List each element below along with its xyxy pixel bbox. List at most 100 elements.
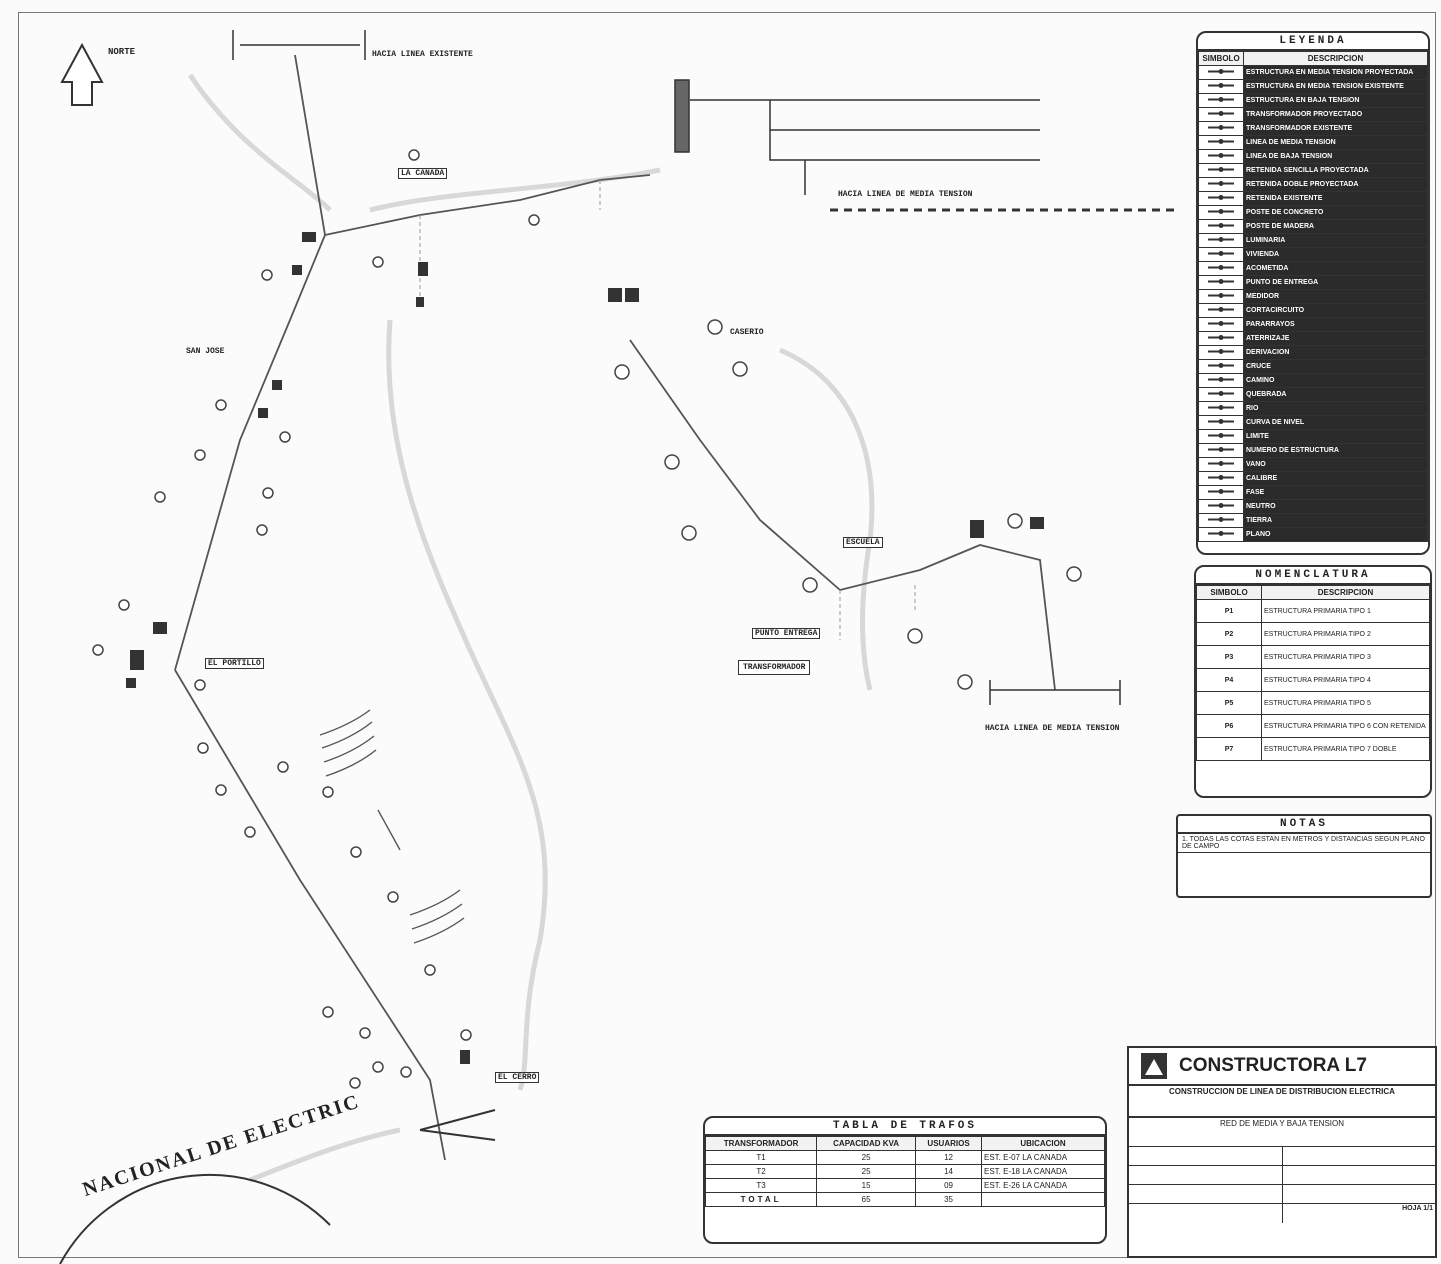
notes-title: NOTAS [1178,816,1430,834]
legend-row: PLANO [1198,527,1428,542]
legend-description: FASE [1243,485,1428,500]
legend-symbol-icon [1198,93,1244,108]
nomenclature-description: ESTRUCTURA PRIMARIA TIPO 7 DOBLE [1261,737,1430,761]
legend-symbol-icon [1198,107,1244,122]
transformer-table-cell: T1 [704,1150,818,1165]
legend-row: ESTRUCTURA EN MEDIA TENSION EXISTENTE [1198,79,1428,94]
legend-row: TIERRA [1198,513,1428,528]
legend-symbol-icon [1198,527,1244,542]
legend-description: ACOMETIDA [1243,261,1428,276]
nomenclature-symbol: P4 [1196,668,1262,692]
tb-row [1129,1204,1282,1223]
legend-row: TRANSFORMADOR PROYECTADO [1198,107,1428,122]
total-users: 35 [915,1192,982,1207]
punto-entrega-label: PUNTO ENTREGA [752,628,821,639]
legend-description: RIO [1243,401,1428,416]
legend-row: LUMINARIA [1198,233,1428,248]
legend-row: VANO [1198,457,1428,472]
transformer-table-cell: 09 [915,1178,982,1193]
legend-row: RETENIDA EXISTENTE [1198,191,1428,206]
legend-col-symbol: SIMBOLO [1198,51,1244,66]
legend-symbol-icon [1198,233,1244,248]
sheet-number: HOJA 1/1 [1402,1205,1433,1212]
nomenclature-description: ESTRUCTURA PRIMARIA TIPO 3 [1261,645,1430,669]
legend-symbol-icon [1198,443,1244,458]
legend-description: LIMITE [1243,429,1428,444]
nomenclature-symbol: P1 [1196,599,1262,623]
legend-symbol-icon [1198,65,1244,80]
legend-description: VANO [1243,457,1428,472]
transformer-table-header: USUARIOS [915,1136,982,1151]
legend-row: PUNTO DE ENTREGA [1198,275,1428,290]
legend-symbol-icon [1198,331,1244,346]
notes-panel: NOTAS 1. TODAS LAS COTAS ESTAN EN METROS… [1176,814,1432,898]
legend-description: DERIVACION [1243,345,1428,360]
nomenclature-symbol: P7 [1196,737,1262,761]
nomenclature-description: ESTRUCTURA PRIMARIA TIPO 5 [1261,691,1430,715]
legend-symbol-icon [1198,205,1244,220]
title-block: CONSTRUCTORA L7 CONSTRUCCION DE LINEA DE… [1127,1046,1437,1258]
legend-row: RETENIDA DOBLE PROYECTADA [1198,177,1428,192]
tb-row [1282,1185,1435,1204]
title-block-left [1129,1147,1283,1223]
legend-row: ESTRUCTURA EN MEDIA TENSION PROYECTADA [1198,65,1428,80]
nomenclature-symbol: P6 [1196,714,1262,738]
transformer-table-cell: 12 [915,1150,982,1165]
bottom-line-label: HACIA LINEA DE MEDIA TENSION [985,724,1120,733]
legend-row: FASE [1198,485,1428,500]
location-label: CASERIO [730,328,764,337]
legend-row: LIMITE [1198,429,1428,444]
location-label: LA CANADA [398,168,448,179]
legend-description: CRUCE [1243,359,1428,374]
legend-symbol-icon [1198,135,1244,150]
legend-symbol-icon [1198,499,1244,514]
transformer-table-cell: T2 [704,1164,818,1179]
transformer-label: TRANSFORMADOR [738,660,811,675]
legend-description: ATERRIZAJE [1243,331,1428,346]
legend-symbol-icon [1198,275,1244,290]
transformer-table-header: TRANSFORMADOR [704,1136,818,1151]
legend-description: CORTACIRCUITO [1243,303,1428,318]
legend-description: ESTRUCTURA EN MEDIA TENSION EXISTENTE [1243,79,1428,94]
nomenclature-col-symbol: SIMBOLO [1196,585,1262,600]
legend-symbol-icon [1198,177,1244,192]
legend-description: POSTE DE MADERA [1243,219,1428,234]
notes-text: 1. TODAS LAS COTAS ESTAN EN METROS Y DIS… [1178,834,1430,853]
legend-description: LUMINARIA [1243,233,1428,248]
title-block-grid: HOJA 1/1 [1129,1147,1435,1223]
legend-title: LEYENDA [1198,33,1428,51]
legend-row: DERIVACION [1198,345,1428,360]
tb-row [1129,1185,1282,1204]
legend-symbol-icon [1198,415,1244,430]
legend-description: QUEBRADA [1243,387,1428,402]
legend-description: PLANO [1243,527,1428,542]
legend-description: LINEA DE MEDIA TENSION [1243,135,1428,150]
location-label: EL PORTILLO [205,658,264,669]
transformer-table-cell: 25 [816,1150,917,1165]
legend-row: CAMINO [1198,373,1428,388]
scale-bar-label: HACIA LINEA DE MEDIA TENSION [838,190,973,199]
nomenclature-symbol: P2 [1196,622,1262,646]
legend-symbol-icon [1198,457,1244,472]
legend-description: RETENIDA SENCILLA PROYECTADA [1243,163,1428,178]
legend-symbol-icon [1198,219,1244,234]
legend-description: PUNTO DE ENTREGA [1243,275,1428,290]
transformer-table-title: TABLA DE TRAFOS [705,1118,1105,1136]
legend-row: LINEA DE BAJA TENSION [1198,149,1428,164]
transformer-table-cell: 15 [816,1178,917,1193]
legend-col-desc: DESCRIPCION [1243,51,1428,66]
nomenclature-title: NOMENCLATURA [1196,567,1430,585]
legend-table: SIMBOLO DESCRIPCION ESTRUCTURA EN MEDIA … [1198,51,1428,542]
legend-symbol-icon [1198,471,1244,486]
legend-symbol-icon [1198,429,1244,444]
legend-row: TRANSFORMADOR EXISTENTE [1198,121,1428,136]
